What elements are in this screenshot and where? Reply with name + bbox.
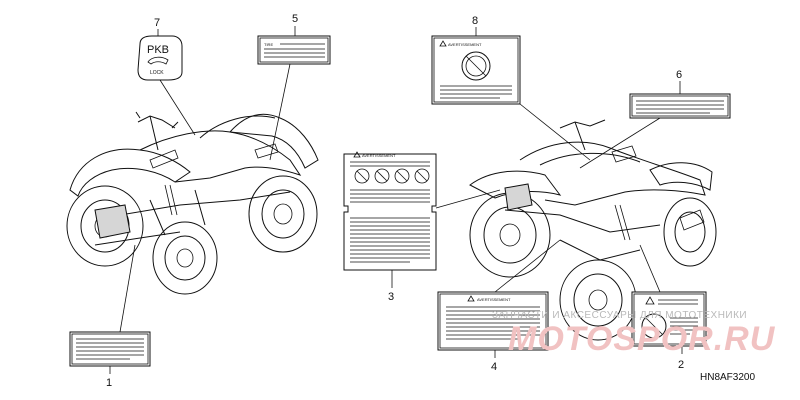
label-3-warning-large: AVERTISSEMENT: [343, 151, 437, 271]
callout-5: 5: [292, 13, 298, 25]
atv-left-illustration: [66, 111, 319, 295]
callout-6: 6: [676, 69, 682, 81]
tire-title: TIRE: [264, 42, 273, 47]
avertissement-3-title: AVERTISSEMENT: [362, 153, 396, 158]
callout-1: 1: [106, 377, 112, 389]
label-6-plate: [629, 93, 731, 119]
leader-line-5: [269, 63, 291, 161]
label-1-plate: [69, 331, 151, 367]
watermark-tagline: ЗАПЧАСТИ И АКСЕССУАРЫ ДЛЯ МОТОТЕХНИКИ: [492, 310, 747, 321]
callout-3: 3: [388, 291, 394, 303]
label-4-warning: AVERTISSEMENT: [437, 291, 549, 351]
avertissement-4-title: AVERTISSEMENT: [477, 297, 511, 302]
avertissement-8-title: AVERTISSEMENT: [448, 42, 482, 47]
leader-line-4: [494, 239, 561, 293]
leader-line-3: [435, 189, 501, 209]
label-5-tire-info: TIRE: [257, 35, 331, 65]
leader-line-2: [639, 244, 661, 293]
pkb-text: PKB: [147, 44, 169, 56]
callout-8: 8: [472, 15, 478, 27]
diagram-code: HN8AF3200: [700, 372, 755, 383]
atv-right-illustration: [469, 119, 717, 341]
leader-line-1: [119, 244, 136, 333]
callout-4: 4: [491, 361, 497, 373]
lock-text: LOCK: [150, 70, 164, 76]
watermark-brand: MOTOSPOR.RU: [508, 320, 776, 358]
leader-line-8: [519, 103, 591, 161]
label-7-pkb-lock: PKB LOCK: [137, 35, 183, 81]
callout-2: 2: [678, 359, 684, 371]
label-2-warning-pictogram: [631, 291, 707, 347]
label-8-warning: AVERTISSEMENT: [431, 35, 521, 105]
callout-7: 7: [154, 17, 160, 29]
leader-line-6: [579, 117, 661, 169]
leader-line-7: [159, 79, 196, 136]
